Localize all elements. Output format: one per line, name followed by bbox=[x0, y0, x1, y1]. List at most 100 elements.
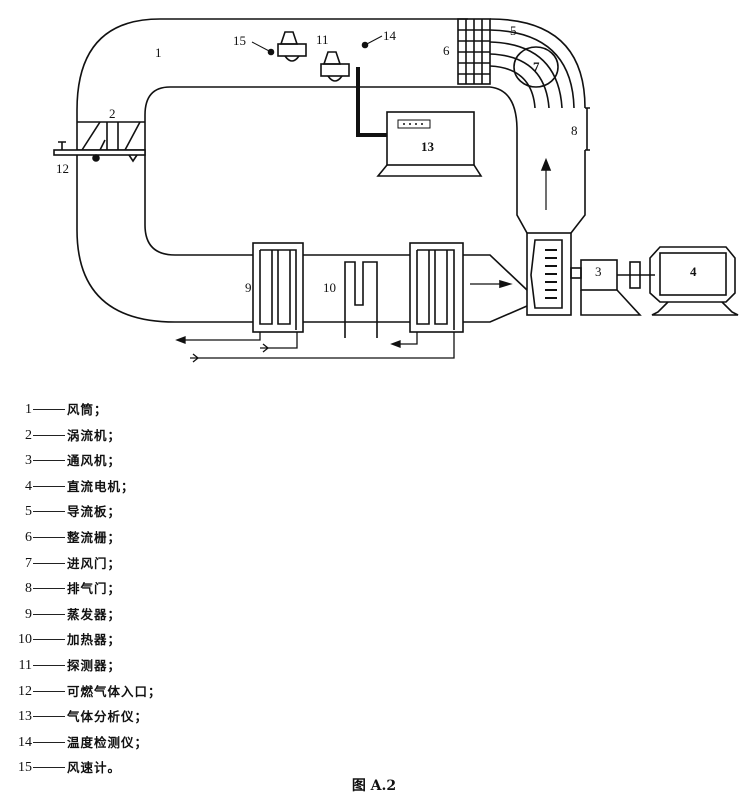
fan bbox=[526, 232, 572, 316]
legend-item: 13 气体分析仪； bbox=[8, 704, 162, 730]
duct-lower-walls bbox=[303, 254, 528, 323]
label-12: 12 bbox=[56, 161, 69, 176]
legend-text: 排气门； bbox=[67, 581, 122, 597]
inlet-damper bbox=[513, 46, 559, 88]
legend-item: 12 可燃气体入口； bbox=[8, 679, 162, 705]
legend-item: 10 加热器； bbox=[8, 627, 162, 653]
flow-arrow-right bbox=[470, 279, 513, 289]
label-10: 10 bbox=[323, 280, 336, 295]
legend-dash bbox=[33, 664, 65, 666]
label-5: 5 bbox=[510, 23, 517, 38]
coolant-pipes bbox=[175, 332, 455, 363]
legend-number: 7 bbox=[25, 555, 32, 571]
label-7: 7 bbox=[533, 59, 540, 74]
detector bbox=[320, 51, 350, 82]
evaporator-2 bbox=[409, 242, 464, 333]
legend-number: 8 bbox=[25, 581, 32, 597]
legend-text: 直流电机； bbox=[67, 478, 135, 494]
legend-dash bbox=[33, 434, 65, 436]
guide-vanes bbox=[489, 29, 575, 109]
gas-analyzer bbox=[376, 111, 483, 177]
analyzer-cable bbox=[356, 67, 387, 137]
label-3: 3 bbox=[595, 264, 602, 279]
legend-dash bbox=[33, 485, 65, 487]
legend-number: 10 bbox=[18, 632, 32, 648]
legend-text: 蒸发器； bbox=[67, 606, 122, 622]
label-1: 1 bbox=[155, 45, 162, 60]
gas-inlet-pipe bbox=[53, 141, 146, 163]
legend-dash bbox=[33, 767, 65, 769]
legend-text: 风速计。 bbox=[67, 760, 122, 776]
wind-tunnel-diagram: 1 2 3 4 5 6 7 8 9 10 11 12 13 14 15 bbox=[53, 18, 739, 363]
legend-item: 1 风筒； bbox=[8, 397, 162, 423]
legend-text: 风筒； bbox=[67, 402, 108, 417]
flow-arrow-up bbox=[540, 157, 552, 210]
heater bbox=[344, 261, 378, 338]
legend-number: 6 bbox=[25, 529, 32, 545]
legend-item: 8 排气门； bbox=[8, 576, 162, 602]
label-6: 6 bbox=[443, 43, 450, 58]
legend-number: 13 bbox=[18, 709, 32, 725]
blower-motor-drive bbox=[570, 259, 655, 316]
figure-caption: 图 A.2 bbox=[351, 778, 397, 794]
duct-outer-right bbox=[489, 18, 586, 234]
label-2: 2 bbox=[109, 106, 116, 121]
legend-text: 涡流机； bbox=[67, 427, 122, 443]
legend-number: 4 bbox=[25, 478, 32, 494]
label-14: 14 bbox=[383, 28, 397, 43]
duct-outer-wall bbox=[76, 18, 468, 323]
legend-dash bbox=[33, 741, 65, 743]
legend-text: 加热器； bbox=[67, 632, 122, 648]
legend-text: 可燃气体入口； bbox=[67, 683, 162, 699]
legend-number: 9 bbox=[25, 606, 32, 622]
legend-number: 5 bbox=[25, 504, 32, 520]
legend-number: 1 bbox=[25, 402, 32, 417]
legend-number: 2 bbox=[25, 427, 32, 443]
legend-dash bbox=[33, 613, 65, 615]
legend-dash bbox=[33, 690, 65, 692]
legend-dash bbox=[33, 409, 65, 410]
legend-dash bbox=[33, 639, 65, 641]
label-8: 8 bbox=[571, 123, 578, 138]
anemometer bbox=[277, 31, 307, 62]
legend-item: 14 温度检测仪； bbox=[8, 730, 162, 756]
legend-text: 温度检测仪； bbox=[67, 734, 149, 750]
label-15: 15 bbox=[233, 33, 246, 48]
legend-dash bbox=[33, 460, 65, 462]
dc-motor bbox=[649, 246, 739, 316]
evaporator-1 bbox=[252, 242, 304, 333]
legend-text: 通风机； bbox=[67, 453, 122, 469]
label-9: 9 bbox=[245, 280, 252, 295]
label-13: 13 bbox=[421, 139, 435, 154]
legend-dash bbox=[33, 562, 65, 564]
legend-number: 11 bbox=[18, 657, 32, 673]
flow-straightener-grid bbox=[457, 18, 491, 85]
exhaust-door bbox=[585, 107, 590, 151]
legend-item: 4 直流电机； bbox=[8, 474, 162, 500]
duct-inner-right bbox=[489, 86, 528, 234]
legend-item: 9 蒸发器； bbox=[8, 602, 162, 628]
legend-dash bbox=[33, 588, 65, 590]
legend-text: 整流栅； bbox=[67, 529, 122, 545]
legend-item: 11 探测器； bbox=[8, 653, 162, 679]
legend-dash bbox=[33, 716, 65, 718]
legend-dash bbox=[33, 511, 65, 513]
legend-number: 15 bbox=[18, 760, 32, 776]
legend-number: 14 bbox=[18, 734, 32, 750]
legend-text: 导流板； bbox=[67, 504, 122, 520]
label-4: 4 bbox=[690, 264, 697, 279]
legend-number: 12 bbox=[18, 683, 32, 699]
legend-item: 15 风速计。 bbox=[8, 755, 162, 781]
vortex-generator bbox=[77, 121, 145, 151]
legend-text: 气体分析仪； bbox=[67, 709, 149, 725]
legend-item: 3 通风机； bbox=[8, 448, 162, 474]
label-11: 11 bbox=[316, 32, 329, 47]
legend-number: 3 bbox=[25, 453, 32, 469]
legend-dash bbox=[33, 536, 65, 538]
legend-text: 探测器； bbox=[67, 657, 122, 673]
legend-item: 6 整流栅； bbox=[8, 525, 162, 551]
legend-item: 2 涡流机； bbox=[8, 423, 162, 449]
legend-item: 5 导流板； bbox=[8, 499, 162, 525]
